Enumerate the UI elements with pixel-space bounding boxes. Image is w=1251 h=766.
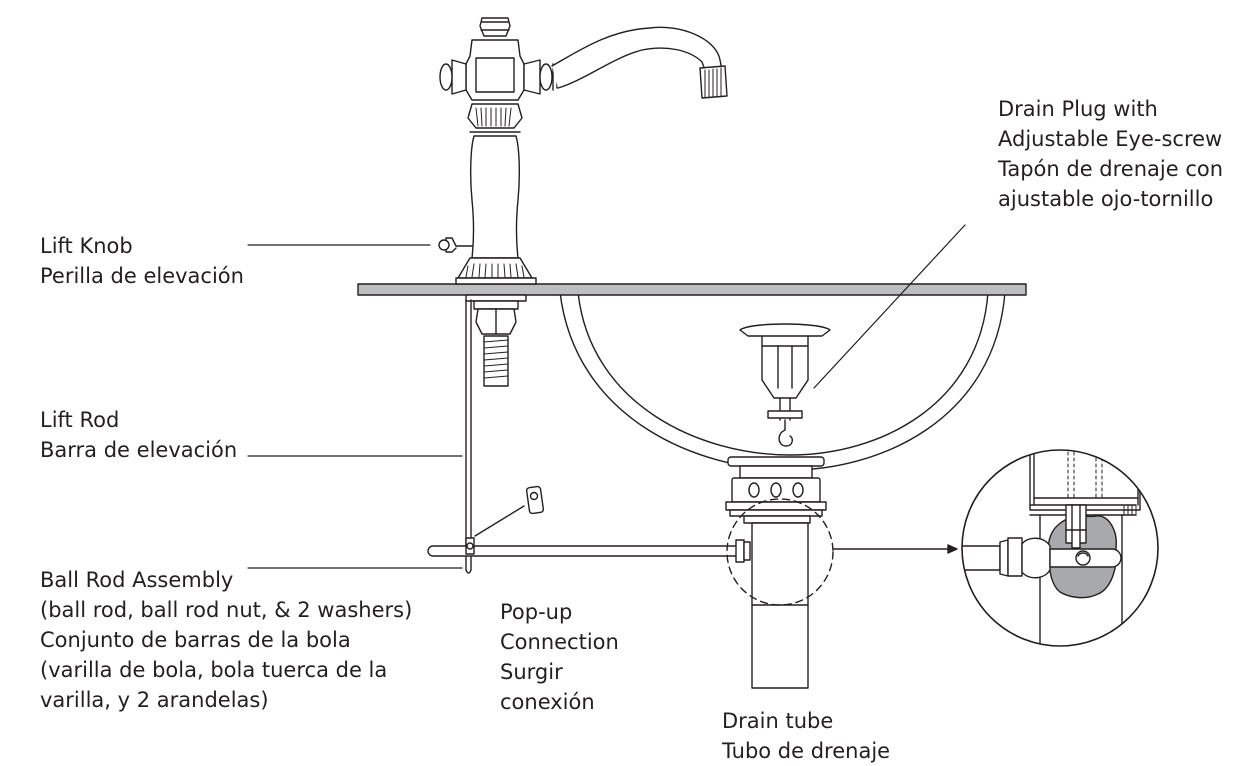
popup-line3: Surgir [500,660,563,684]
ball-rod-line5: varilla, y 2 arandelas) [40,688,269,712]
lift-knob-es: Perilla de elevación [40,264,244,288]
drain-plug [739,323,831,447]
ball-rod-line3: Conjunto de barras de la bola [40,628,351,652]
faucet-shank [465,294,527,387]
label-lift-knob: Lift Knob Perilla de elevación [40,231,244,291]
drain-tube-en: Drain tube [722,709,834,733]
drain-plug-line1: Drain Plug with [998,97,1158,121]
popup-line2: Connection [500,630,619,654]
lift-rod [465,299,472,574]
label-drain-tube: Drain tube Tubo de drenaje [722,706,890,766]
detail-callout-circle [726,498,834,606]
ball-rod-line1: Ball Rod Assembly [40,568,234,592]
label-lift-rod: Lift Rod Barra de elevación [40,405,237,465]
popup-line1: Pop-up [500,600,573,624]
detail-arrow [833,544,958,554]
drain-tube-es: Tubo de drenaje [722,739,891,763]
countertop [357,283,1027,296]
label-popup-connection: Pop-up Connection Surgir conexión [500,597,619,717]
drain-body [725,456,827,689]
ball-rod [427,485,751,563]
leader-lines [247,224,966,569]
popup-line4: conexión [500,690,595,714]
faucet [438,17,728,285]
ball-rod-line2: (ball rod, ball rod nut, & 2 washers) [40,598,413,622]
lift-rod-es: Barra de elevación [40,438,238,462]
detail-view [962,450,1141,646]
drain-plug-line2: Adjustable Eye-screw [998,127,1223,151]
lift-rod-en: Lift Rod [40,408,120,432]
ball-rod-line4: (varilla de bola, bola tuerca de la [40,658,388,682]
detail-circle-border [961,449,1159,647]
drain-plug-line3: Tapón de drenaje con [998,157,1224,181]
drain-plug-line4: ajustable ojo-tornillo [998,187,1214,211]
label-ball-rod-assembly: Ball Rod Assembly (ball rod, ball rod nu… [40,565,412,715]
lift-knob-en: Lift Knob [40,234,133,258]
label-drain-plug: Drain Plug with Adjustable Eye-screw Tap… [998,94,1223,214]
